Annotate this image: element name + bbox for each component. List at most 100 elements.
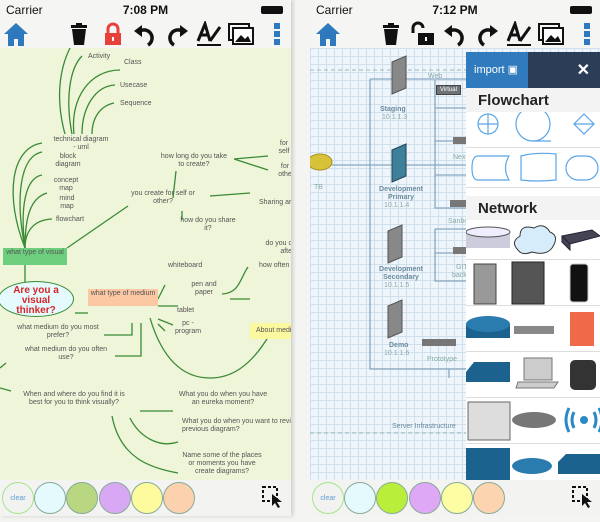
mindmap-node[interactable]: mind map	[59, 195, 75, 210]
printer-shape	[467, 401, 511, 441]
color-swatch-purple[interactable]	[409, 482, 441, 514]
shape-row	[466, 398, 600, 444]
virtual-appliance-git	[453, 247, 467, 254]
database-shape	[465, 226, 511, 248]
trash-icon[interactable]	[378, 21, 404, 47]
diagram-label: 10.1.1.3	[382, 114, 408, 121]
diagram-label: Development Primary	[379, 186, 423, 201]
flowchart-shapes-2	[471, 152, 599, 182]
shape-row	[466, 444, 600, 480]
mindmap-node[interactable]: for othe	[278, 163, 291, 178]
mindmap-node[interactable]: how often	[259, 262, 290, 269]
mindmap-node[interactable]: flowchart	[56, 216, 85, 223]
color-swatch-yellow[interactable]	[441, 482, 473, 514]
toolbar	[310, 18, 600, 48]
mindmap-node[interactable]: how do you share it?	[180, 217, 236, 232]
unlock-icon[interactable]	[410, 21, 436, 47]
mindmap-node[interactable]: pc - program	[175, 320, 202, 335]
menu-icon[interactable]	[574, 21, 600, 47]
mindmap-node[interactable]: Sequence	[120, 100, 152, 107]
clock: 7:12 PM	[432, 3, 478, 17]
diagram-label: Server Infrastructure	[392, 423, 456, 430]
virtual-appliance-shape	[514, 326, 554, 334]
redo-icon[interactable]	[474, 21, 500, 47]
status-bar: Carrier 7:12 PM	[310, 0, 600, 18]
mindmap-canvas[interactable]: Activity Class Usecase Sequence technica…	[0, 48, 291, 480]
image-icon[interactable]	[538, 21, 564, 47]
mindmap-node[interactable]: Name some of the places or moments you h…	[182, 452, 262, 475]
switch-shape	[466, 362, 510, 382]
undo-icon[interactable]	[132, 21, 158, 47]
mindmap-node-what-type-of-medium[interactable]: what type of medium	[88, 289, 158, 306]
mobile-phone-shape	[569, 263, 589, 303]
color-swatch-green[interactable]	[66, 482, 98, 514]
firewall-shape	[570, 312, 594, 346]
home-icon[interactable]	[3, 21, 29, 47]
terminator-shape	[565, 155, 599, 181]
color-swatch-light-cyan[interactable]	[344, 482, 376, 514]
mindmap-node[interactable]: Activity	[88, 53, 111, 60]
clear-button[interactable]: clear	[2, 482, 34, 514]
mindmap-node[interactable]: what medium do you most prefer?	[17, 324, 99, 339]
image-icon[interactable]	[228, 21, 254, 47]
carrier: Carrier	[316, 3, 353, 17]
mindmap-node-what-type-of-visual[interactable]: what type of visual	[3, 248, 67, 265]
mindmap-node[interactable]: Sharing ar	[259, 199, 291, 206]
mindmap-node-about-media[interactable]: About medi	[250, 323, 291, 339]
diagram-label: 10.1.1.5	[384, 282, 410, 289]
text-style-icon[interactable]	[196, 21, 222, 47]
color-swatch-yellow[interactable]	[131, 482, 163, 514]
wireless-router-shape	[512, 458, 552, 474]
mindmap-node[interactable]: block diagram	[55, 153, 81, 168]
mindmap-node[interactable]: What you do when you want to revi previo…	[182, 418, 291, 433]
import-image-button[interactable]: import ▣	[466, 52, 528, 88]
mindmap-node[interactable]: Usecase	[120, 82, 148, 89]
lock-icon[interactable]	[100, 21, 126, 47]
image-icon: ▣	[507, 64, 519, 76]
sort-shape	[573, 113, 595, 135]
mindmap-node[interactable]: whiteboard	[168, 262, 203, 269]
menu-icon[interactable]	[264, 21, 290, 47]
stored-data-shape	[471, 155, 511, 181]
laptop-shape	[515, 357, 559, 389]
color-swatch-peach[interactable]	[163, 482, 195, 514]
color-swatch-peach[interactable]	[473, 482, 505, 514]
mindmap-central-topic[interactable]: Are you a visual thinker?	[0, 281, 74, 317]
diagram-label: GIT	[456, 264, 468, 271]
clock: 7:08 PM	[122, 3, 169, 17]
diagram-label: Development Secondary	[379, 266, 423, 281]
mindmap-node[interactable]: tablet	[177, 307, 195, 314]
text-style-icon[interactable]	[506, 21, 532, 47]
shape-row	[466, 306, 600, 352]
color-swatch-light-cyan[interactable]	[34, 482, 66, 514]
mindmap-node[interactable]: what medium do you often use?	[24, 346, 108, 361]
mindmap-node[interactable]: do you c afte	[265, 240, 291, 255]
shape-row	[466, 148, 600, 188]
color-swatch-lime[interactable]	[376, 482, 408, 514]
network-shapes-2	[473, 261, 589, 305]
shape-row	[466, 106, 600, 148]
redo-icon[interactable]	[164, 21, 190, 47]
mindmap-node[interactable]: how long do you take to create?	[160, 153, 228, 168]
wireless-icon	[564, 407, 600, 433]
selection-tool-icon[interactable]	[262, 486, 284, 508]
mindmap-node[interactable]: Class	[124, 59, 142, 66]
trash-icon[interactable]	[66, 21, 92, 47]
close-panel-button[interactable]: ✕	[528, 52, 600, 88]
mindmap-node[interactable]: technical diagram - uml	[53, 136, 109, 151]
color-swatch-purple[interactable]	[99, 482, 131, 514]
shape-library-panel: import ▣ ✕ Flowchart Network	[465, 52, 600, 480]
diagram-label: Prototype	[427, 356, 457, 363]
tape-shape	[515, 106, 551, 142]
mindmap-node[interactable]: for self	[278, 140, 290, 155]
mindmap-node[interactable]: pen and paper	[191, 281, 217, 296]
mindmap-node[interactable]: you create for self or other?	[131, 190, 195, 205]
diagram-label: 10.1.1.6	[384, 350, 410, 357]
clear-button[interactable]: clear	[312, 482, 344, 514]
mindmap-node[interactable]: When and where do you find it is best fo…	[23, 391, 125, 406]
selection-tool-icon[interactable]	[572, 486, 594, 508]
mindmap-node[interactable]: concept map	[53, 177, 79, 192]
home-icon[interactable]	[315, 21, 341, 47]
mindmap-node[interactable]: What you do when you have an eureka mome…	[178, 391, 268, 406]
undo-icon[interactable]	[442, 21, 468, 47]
